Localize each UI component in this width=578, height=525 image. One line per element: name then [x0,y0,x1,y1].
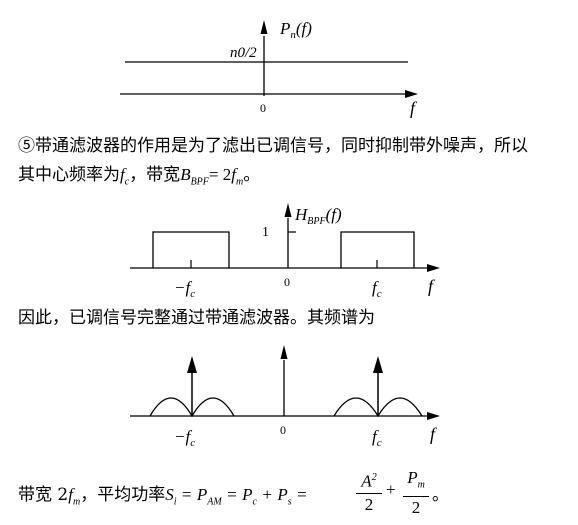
spectrum-carrier-positive-arrow [373,356,383,373]
formula-plus-sign: + [386,480,396,499]
paragraph-spectrum-intro: 因此，已调信号完整通过带通滤波器。其频谱为 [18,308,375,328]
psd-function-label: Pn(f) [279,19,312,41]
bandwidth-equals: = 2 [208,165,232,184]
bpf-passband-positive [340,231,415,268]
bpf-passband-negative [152,231,230,268]
spectrum-carrier-negative-arrow [187,356,197,373]
bpf-axis-arrow [427,264,440,272]
psd-axis-arrow [405,90,418,98]
paragraph-bpf-line1: ⑤带通滤波器的作用是为了滤出已调信号，同时抑制带外噪声，所以 [18,136,528,156]
spectrum-origin-label: 0 [280,423,286,437]
psd-axis-label: f [410,98,418,118]
paragraph-bpf-text-b: ，带宽 [129,165,181,185]
bpf-origin-label: 0 [284,275,290,289]
spectrum-vertical-arrow [280,345,288,359]
spectrum-axis-label: f [430,424,438,444]
paragraph-bpf-line2: 其中心频率为fc，带宽BBPF= 2fm。 [18,163,260,194]
center-freq-symbol: fc [120,165,130,188]
bpf-gain-label: 1 [262,225,269,240]
bpf-neg-fc-label: −fc [174,278,195,300]
spectrum-neg-fc-label: −fc [174,427,195,449]
fraction-Pm-over-2: Pm 2 [403,468,429,518]
spectrum-axis-arrow [427,412,440,420]
psd-origin-label: 0 [260,101,266,115]
bpf-vertical-arrow [284,203,292,217]
formula-end: 。 [432,485,449,505]
modulation-freq-symbol: fm [231,165,244,188]
fraction-A-squared-over-2: A2 2 [356,468,382,515]
bpf-response-figure: 1 HBPF(f) −fc 0 fc f [130,203,440,300]
formula-text-bandwidth: 带宽 2fm，平均功率Si = PAM = Pc + Ps = [18,485,307,508]
bpf-function-label: HBPF(f) [294,205,342,227]
psd-density-label: n0/2 [230,45,257,61]
bandwidth-symbol: BBPF [180,165,209,188]
spectrum-pos-fc-label: fc [372,427,382,449]
paragraph-bpf-end: 。 [243,165,261,185]
noise-psd-figure: n0/2 Pn(f) 0 f [120,19,418,118]
paragraph-bpf-text-a: 其中心频率为 [18,165,120,185]
bpf-axis-label: f [428,276,436,296]
psd-vertical-arrow [260,20,268,34]
am-spectrum-figure: −fc 0 fc f [130,345,440,449]
bpf-pos-fc-label: fc [372,278,382,300]
